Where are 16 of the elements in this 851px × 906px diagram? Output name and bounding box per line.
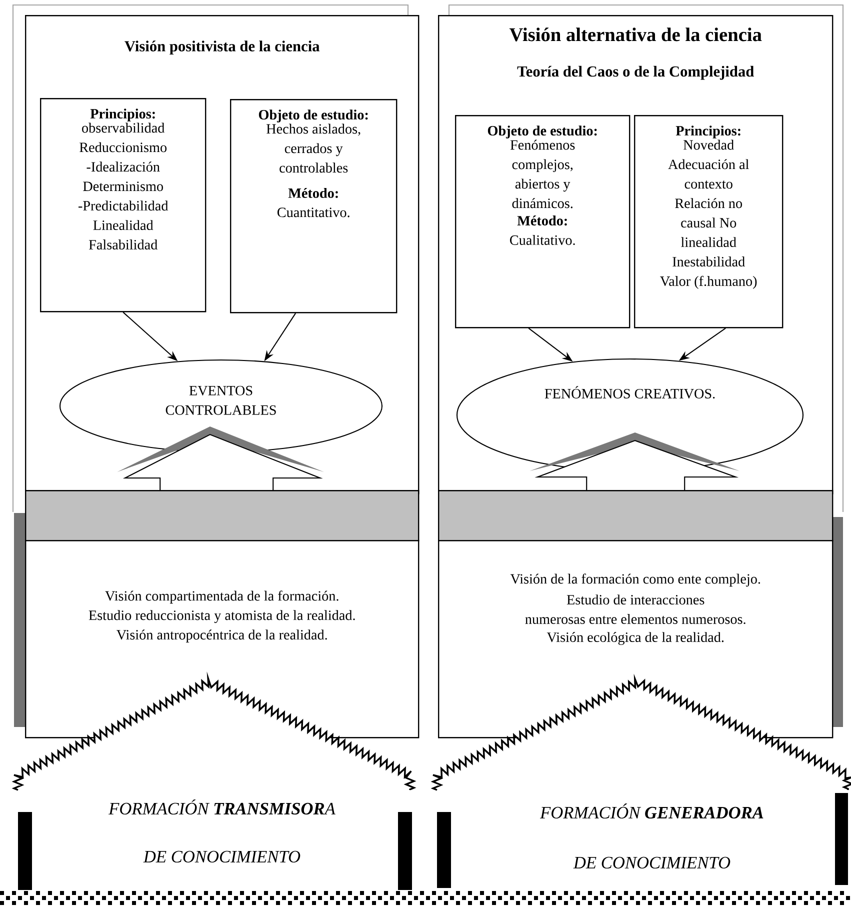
node-label: FORMACIÓN GENERADORA <box>540 803 764 819</box>
block-arrow <box>530 432 740 491</box>
block-arrow <box>117 426 324 491</box>
bar <box>25 490 420 542</box>
text-box: Objeto de estudio: Fenómenos complejos, abiertos y dinámicos. Método: Cualitativo. <box>455 115 630 328</box>
node-label: FORMACIÓN TRANSMISORA <box>108 799 336 815</box>
node-label: DE CONOCIMIENTO <box>143 850 300 863</box>
node-label: DE CONOCIMIENTO <box>573 856 730 869</box>
text-box: Visión de la formación como ente complejo. Estudio de interacciones numerosas entre elementos numerosos. Visión ecológica de la realidad. <box>438 540 834 738</box>
text-box: Principios: Novedad Adecuación al contexto Relación no causal No linealidad Inestabilidad Valor (f.humano) <box>634 115 784 328</box>
house-drawing: FORMACIÓN TRANSMISORA DE CONOCIMIENTO <box>12 671 416 890</box>
bar <box>438 490 834 542</box>
text-box: Principios: observabilidad Reduccionismo -Idealización Determinismo -Predictabilidad Linealidad Falsabilidad <box>40 98 206 312</box>
text-box: Objeto de estudio: Hechos aislados, cerrados y controlables Método: Cuantitativo. <box>230 99 398 314</box>
house-drawing: FORMACIÓN GENERADORA DE CONOCIMIENTO <box>430 674 851 890</box>
text-box: Visión compartimentada de la formación. Estudio reduccionista y atomista de la realidad. Visión antropocéntrica de la realidad. <box>25 540 420 738</box>
